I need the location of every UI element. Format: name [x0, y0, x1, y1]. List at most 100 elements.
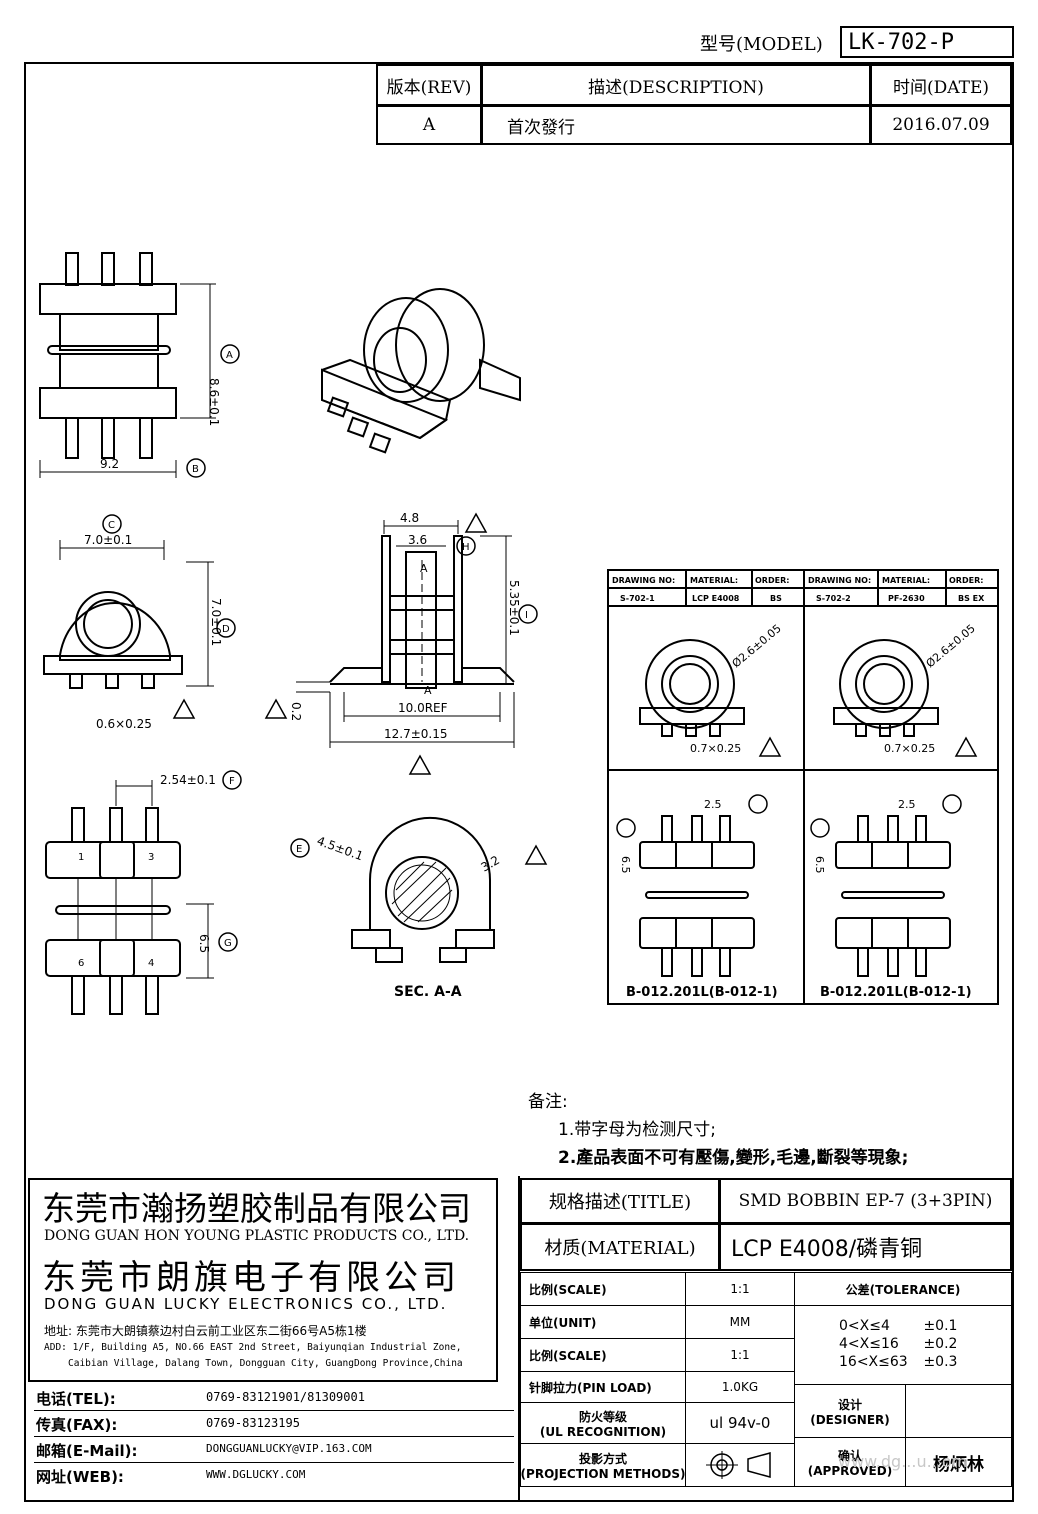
tel-label: 电话(TEL):	[36, 1390, 116, 1408]
title-value: SMD BOBBIN EP-7 (3+3PIN)	[719, 1178, 1012, 1224]
tol-value-1: ±0.1	[923, 1318, 958, 1334]
dim-side-top: 4.8	[400, 511, 419, 525]
variant-pin-dim-right: 0.7×0.25	[884, 742, 935, 755]
ul-label: 防火等级 (UL RECOGNITION)	[520, 1402, 686, 1444]
isometric-view	[321, 288, 521, 454]
pin-load-value: 1.0KG	[685, 1371, 795, 1403]
variant-cell-5: BS EX	[958, 594, 985, 603]
tolerance-row-3: 16<X≤63 ±0.3	[839, 1354, 957, 1370]
variant-header-2: ORDER:	[755, 576, 789, 585]
dim-row-gap: 6.5	[197, 934, 211, 953]
scale2-value: 1:1	[685, 1338, 795, 1372]
pin-4: 4	[148, 958, 154, 969]
scale-label: 比例(SCALE)	[520, 1272, 686, 1306]
material-value: LCP E4008/磷青铜	[719, 1223, 1012, 1271]
variant-cell-1: LCP E4008	[692, 594, 740, 603]
projection-symbol	[685, 1443, 795, 1487]
tolerance-box: 0<X≤4 ±0.1 4<X≤16 ±0.2 16<X≤63 ±0.3	[794, 1305, 1012, 1385]
section-label: SEC. A-A	[394, 984, 462, 1000]
variant-cell-0: S-702-1	[620, 594, 655, 603]
designer-label: 设计 (DESIGNER)	[794, 1384, 906, 1438]
variant-header-1: MATERIAL:	[690, 576, 738, 585]
fax-value: 0769-83123195	[206, 1416, 300, 1430]
dim-c-width: 7.0±0.1	[84, 533, 132, 547]
contact-row-email: 邮箱(E-Mail): DONGGUANLUCKY@VIP.163.COM	[34, 1438, 514, 1463]
dim-side-inner: 3.6	[408, 533, 427, 547]
company-name-en-2: DONG GUAN LUCKY ELECTRONICS CO., LTD.	[44, 1295, 448, 1313]
circle-d: D	[222, 624, 230, 635]
spec-block	[518, 1176, 1012, 1502]
projection-label: 投影方式 (PROJECTION METHODS)	[520, 1443, 686, 1487]
scale-value: 1:1	[685, 1272, 795, 1306]
company-name-cn-1: 东莞市瀚扬塑胶制品有限公司	[42, 1189, 471, 1228]
pin-1: 1	[78, 852, 84, 863]
dim-pin-width: 0.6×0.25	[96, 717, 152, 731]
dim-top-width: 9.2	[100, 457, 119, 471]
notes: 备注: 1.带字母为检测尺寸; 2.產品表面不可有壓傷,變形,毛邊,斷裂等現象;	[528, 1088, 908, 1172]
web-value: WWW.DGLUCKY.COM	[206, 1468, 306, 1481]
dim-side-inner-width: 10.0REF	[398, 701, 448, 715]
pin-3: 3	[148, 852, 154, 863]
pin-load-label: 针脚拉力(PIN LOAD)	[520, 1371, 686, 1403]
front-view	[39, 252, 216, 478]
technical-drawing: 8.6±0.1 9.2 7.0±0.1 7.0±0.1 0.6×0.25 2.5…	[39, 252, 999, 1015]
variant-gap-right: 6.5	[813, 856, 826, 874]
variant-cell-3: S-702-2	[816, 594, 851, 603]
address-en-1: ADD: 1/F, Building A5, NO.66 EAST 2nd St…	[44, 1342, 462, 1353]
tol-value-2: ±0.2	[923, 1336, 958, 1352]
note-1: 1.带字母为检测尺寸;	[558, 1120, 716, 1140]
circle-i: I	[525, 610, 528, 621]
contacts-block: 电话(TEL): 0769-83121901/81309001 传真(FAX):…	[28, 1384, 518, 1488]
dim-sec-left: 4.5±0.1	[315, 834, 365, 864]
tol-value-3: ±0.3	[923, 1354, 958, 1370]
designer-label-cn: 设计	[837, 1397, 862, 1412]
web-label: 网址(WEB):	[36, 1468, 124, 1486]
tel-value: 0769-83121901/81309001	[206, 1390, 365, 1404]
section-a-a-view	[351, 816, 495, 963]
approved-label-cn: 确认	[837, 1448, 862, 1463]
circle-h: H	[462, 542, 470, 553]
fax-label: 传真(FAX):	[36, 1416, 118, 1434]
tolerance-row-2: 4<X≤16 ±0.2	[839, 1336, 957, 1352]
warning-triangles	[172, 512, 978, 865]
note-2: 2.產品表面不可有壓傷,變形,毛邊,斷裂等現象;	[558, 1148, 909, 1168]
dim-sec-right: 3.2	[479, 853, 503, 875]
ul-label-cn: 防火等级	[578, 1409, 627, 1424]
variant-gap-left: 6.5	[619, 856, 632, 874]
circle-e: E	[296, 844, 302, 855]
tol-range-1: 0<X≤4	[839, 1318, 890, 1334]
dim-pitch: 2.54±0.1	[160, 773, 216, 787]
contact-row-tel: 电话(TEL): 0769-83121901/81309001	[34, 1386, 514, 1411]
email-value: DONGGUANLUCKY@VIP.163.COM	[206, 1442, 372, 1455]
contact-row-web: 网址(WEB): WWW.DGLUCKY.COM	[34, 1464, 514, 1488]
side-view	[296, 520, 515, 748]
tolerance-row-1: 0<X≤4 ±0.1	[839, 1318, 957, 1334]
circle-f: F	[229, 776, 235, 787]
variant-pitch-left: 2.5	[704, 798, 722, 811]
circle-a: A	[226, 350, 233, 361]
unit-value: MM	[685, 1305, 795, 1339]
material-label: 材质(MATERIAL)	[520, 1223, 720, 1271]
variant-caption-left: B-012.201L(B-012-1)	[626, 985, 778, 1000]
company-block	[28, 1178, 498, 1382]
mark-a2: A	[424, 684, 432, 697]
circle-g: G	[224, 938, 232, 949]
top-view	[43, 540, 214, 689]
ul-value: ul 94v-0	[685, 1402, 795, 1444]
dim-c-height: 7.0±0.1	[209, 598, 223, 646]
company-name-en-1: DONG GUAN HON YOUNG PLASTIC PRODUCTS CO.…	[44, 1228, 470, 1244]
variant-header-4: MATERIAL:	[882, 576, 930, 585]
tol-range-2: 4<X≤16	[839, 1336, 899, 1352]
variant-caption-right: B-012.201L(B-012-1)	[820, 985, 972, 1000]
approved-label-en: (APPROVED)	[807, 1463, 893, 1478]
scale2-label: 比例(SCALE)	[520, 1338, 686, 1372]
approved-value: 杨炳林	[905, 1437, 1012, 1487]
dim-side-height: 5.35±0.1	[507, 580, 521, 636]
variant-pitch-right: 2.5	[898, 798, 916, 811]
address-cn: 地址: 东莞市大朗镇蔡边村白云前工业区东二街66号A5栋1楼	[44, 1324, 367, 1338]
pin-6: 6	[78, 958, 84, 969]
circle-c: C	[108, 520, 115, 531]
unit-label: 单位(UNIT)	[520, 1305, 686, 1339]
variant-cell-4: PF-2630	[888, 594, 925, 603]
company-name-cn-2: 东莞市朗旗电子有限公司	[42, 1258, 460, 1298]
